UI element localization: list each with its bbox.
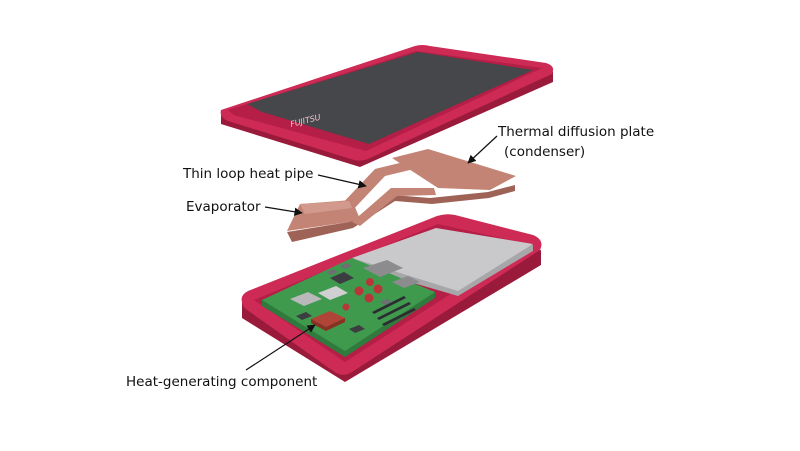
label-thermal-diffusion-plate: Thermal diffusion plate — [498, 124, 655, 140]
pcb-chip-silver — [290, 292, 322, 306]
pcb-capacitors — [342, 278, 383, 311]
pcb-chip-silver-2 — [318, 286, 348, 300]
pcb-small-chips — [326, 263, 392, 305]
arrow-heat-pipe — [317, 174, 367, 189]
label-evaporator: Evaporator — [186, 199, 261, 215]
pcb-chip-large — [363, 260, 403, 277]
evaporator-top — [300, 201, 352, 214]
display-screen — [247, 52, 533, 144]
heat-pipe-upper — [338, 161, 414, 213]
pcb-chip-dark-3 — [349, 325, 365, 333]
front-cover: FUJITSU — [220, 45, 554, 167]
loop-heat-pipe-assembly — [287, 149, 516, 242]
heat-generating-component — [311, 311, 345, 327]
heat-generating-component-side — [311, 318, 345, 331]
pcb-connector-strips — [372, 296, 416, 326]
pcb-board — [262, 258, 435, 351]
pcb-chip-box — [392, 276, 420, 288]
leader-lines — [245, 135, 498, 371]
label-condenser: (condenser) — [504, 144, 586, 160]
heat-pipe-edge — [287, 185, 515, 242]
battery-pack — [352, 228, 533, 291]
heat-pipe-lower — [352, 188, 436, 226]
pcb-chip-dark-2 — [296, 312, 312, 320]
thermal-diffusion-plate — [392, 149, 516, 190]
label-thin-loop-heat-pipe: Thin loop heat pipe — [183, 166, 314, 182]
rear-housing — [241, 214, 542, 382]
label-heat-generating-component: Heat-generating component — [126, 374, 318, 390]
pcb-chip-dark — [330, 272, 354, 284]
arrow-thermal-plate — [467, 135, 498, 164]
arrow-heat-component — [245, 324, 316, 371]
arrow-evaporator — [264, 206, 303, 216]
